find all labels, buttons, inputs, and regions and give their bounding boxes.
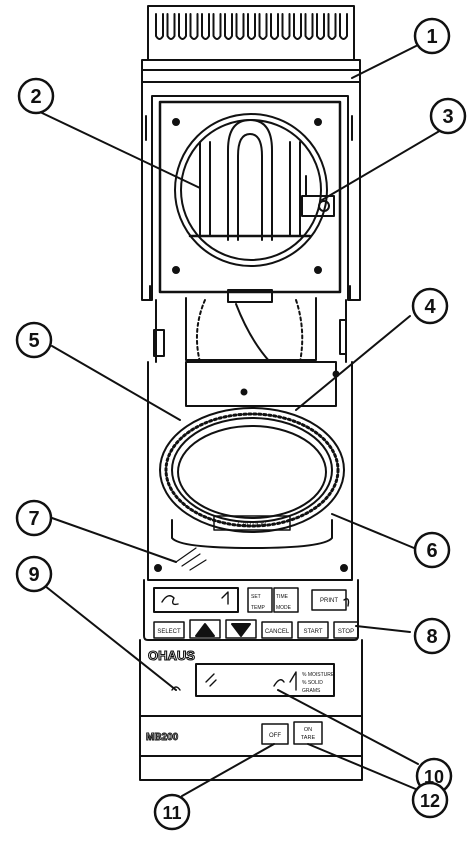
callout-number: 4 xyxy=(424,296,436,318)
callout-1: 1 xyxy=(413,17,451,55)
print-key xyxy=(311,589,347,611)
keypad-temp-label: TEMP xyxy=(251,605,266,611)
callout-number: 6 xyxy=(426,540,437,562)
main-display-window xyxy=(195,663,335,697)
callout-number: 1 xyxy=(426,26,437,48)
callout-11: 11 xyxy=(153,793,191,831)
start-key xyxy=(297,621,329,639)
sample-chamber: CAUTION xyxy=(147,361,353,581)
callout-6: 6 xyxy=(413,531,451,569)
start-key-label: START xyxy=(303,629,322,635)
callout-9: 9 xyxy=(15,555,53,593)
up-triangle-icon xyxy=(195,623,215,637)
back-wall xyxy=(153,289,347,363)
callout-8: 8 xyxy=(413,617,451,655)
callout-number: 9 xyxy=(28,564,39,586)
callout-number: 3 xyxy=(442,106,453,128)
callout-number: 8 xyxy=(426,626,437,648)
model-label: MB200 xyxy=(146,732,179,743)
keypad-time-label: TIME xyxy=(276,594,289,600)
lower-body xyxy=(139,639,363,781)
callout-3: 3 xyxy=(429,97,467,135)
leader-lines xyxy=(39,45,449,797)
off-key-label: OFF xyxy=(269,733,281,739)
vent-grille xyxy=(141,5,361,83)
callout-number: 5 xyxy=(28,330,39,352)
callout-5: 5 xyxy=(15,321,53,359)
keypad-set-label: SET xyxy=(251,594,261,600)
display-legend-solid: % SOLID xyxy=(302,680,323,686)
sample-pan xyxy=(171,417,333,523)
upper-control-panel xyxy=(143,579,359,641)
caution-label: CAUTION xyxy=(237,521,267,528)
heater-lid xyxy=(141,81,361,301)
on-key-label: ON xyxy=(304,727,312,733)
tare-key-label: TARE xyxy=(301,735,316,741)
stop-key xyxy=(333,621,359,639)
caution-label-plate: CAUTION xyxy=(213,515,291,531)
down-triangle-icon xyxy=(231,623,251,637)
callout-7: 7 xyxy=(15,499,53,537)
callout-2: 2 xyxy=(17,77,55,115)
brand-logo: OHAUS xyxy=(148,648,195,663)
callout-4: 4 xyxy=(411,287,449,325)
upper-display-window xyxy=(153,587,239,613)
select-key-label: SELECT xyxy=(157,629,181,635)
print-key-label: PRINT xyxy=(320,598,338,604)
callout-12: 12 xyxy=(411,781,449,819)
cancel-key xyxy=(261,621,293,639)
select-key xyxy=(153,621,185,639)
draft-shield xyxy=(159,407,345,533)
down-key xyxy=(225,619,257,639)
callout-number: 11 xyxy=(162,803,181,823)
stop-key-label: STOP xyxy=(338,629,354,635)
display-legend-moisture: % MOISTURE xyxy=(302,672,335,678)
keypad-mode-label: MODE xyxy=(276,605,292,611)
up-key xyxy=(189,619,221,639)
callout-number: 2 xyxy=(30,86,41,108)
callout-number: 7 xyxy=(28,508,39,530)
temperature-sensor xyxy=(301,175,335,217)
display-legend-grams: GRAMS xyxy=(302,688,321,694)
cancel-key-label: CANCEL xyxy=(265,629,290,635)
callout-number: 12 xyxy=(420,791,440,811)
